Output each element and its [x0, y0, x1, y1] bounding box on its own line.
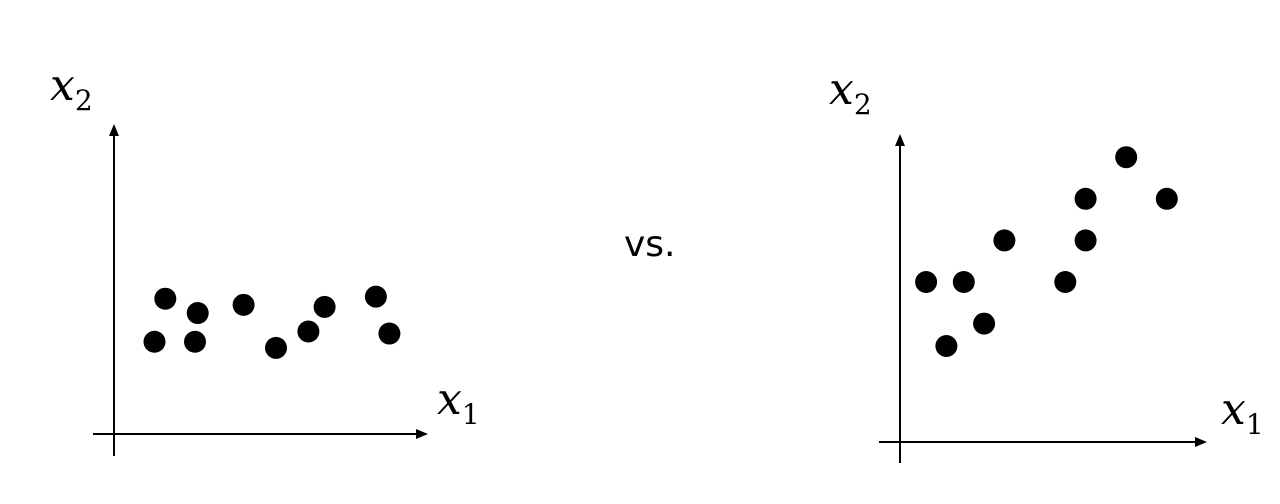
left-point-4	[186, 302, 209, 325]
right-point-9	[1115, 146, 1138, 169]
right-point-2	[935, 335, 958, 357]
left-scatter-plot: x2 x1	[50, 60, 480, 456]
right-points	[915, 146, 1178, 357]
right-point-4	[973, 312, 996, 335]
left-point-2	[154, 287, 177, 310]
left-x-axis-label: x1	[437, 374, 480, 431]
left-y-axis-label: x2	[50, 60, 93, 117]
right-point-1	[915, 271, 938, 293]
right-y-axis-arrow	[895, 134, 905, 146]
left-point-1	[143, 330, 166, 353]
right-point-6	[1054, 271, 1077, 293]
left-point-7	[297, 320, 320, 343]
left-point-5	[232, 293, 255, 316]
right-x-axis-arrow	[1195, 437, 1207, 447]
left-point-9	[364, 285, 387, 308]
right-point-10	[1155, 187, 1178, 210]
right-scatter-plot: x2 x1	[829, 64, 1264, 463]
right-x-axis-label: x1	[1221, 384, 1264, 441]
left-point-6	[265, 336, 287, 359]
right-point-8	[1074, 187, 1097, 210]
left-points	[143, 285, 401, 359]
left-x-axis-arrow	[416, 429, 428, 439]
right-point-5	[993, 229, 1016, 252]
left-point-8	[313, 295, 336, 318]
right-point-3	[952, 271, 975, 293]
left-point-3	[184, 330, 206, 353]
right-y-axis-label: x2	[829, 64, 872, 121]
vs-separator: vs.	[624, 224, 676, 265]
right-point-7	[1074, 229, 1097, 252]
left-point-10	[378, 322, 401, 345]
left-y-axis-arrow	[109, 124, 119, 136]
